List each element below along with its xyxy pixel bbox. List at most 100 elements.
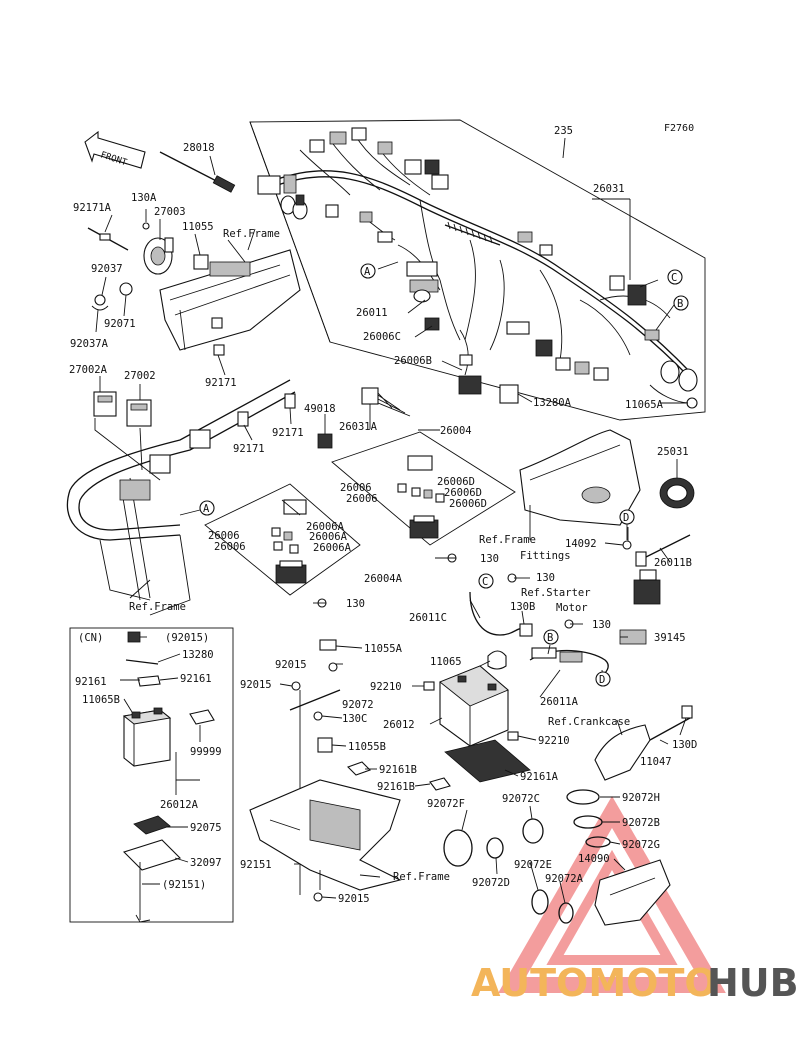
wire-28018 [159,151,236,193]
clamp-92072C [522,818,544,844]
relay-connector [458,375,482,395]
part-label: 130 [346,598,365,610]
part-label: 14092 [565,538,597,550]
part-label: 26011A [540,696,579,708]
strap-92072 [289,662,341,711]
part-label: 27003 [154,206,186,218]
clamp-92072H [566,789,600,805]
cable-26011A [529,647,609,677]
part-label: 92161A [520,771,559,783]
pad-92161B [346,761,372,776]
callout-B-harness: B [655,295,689,331]
cap-25031 [659,477,695,509]
part-label: 92072F [427,798,465,810]
part-label: 26006D [444,487,482,499]
callout-D-cable: D [595,669,611,687]
svg-text:B: B [677,298,683,310]
part-label: 130D [672,739,697,751]
front-arrow-icon: FRONT [84,130,146,169]
part-label: 26031 [593,183,625,195]
cable-26011B [635,534,691,567]
svg-text:C: C [671,272,677,284]
part-label: 130 [536,572,555,584]
part-label: (92015) [165,632,209,644]
part-label: Motor [556,602,588,614]
frame-fragment-upper [159,249,301,356]
clamp-92072D [486,837,504,859]
grommet-92071 [119,282,133,296]
part-label: 92171 [272,427,304,439]
part-label: 14090 [578,853,610,865]
part-label: 92151 [240,859,272,871]
part-label: 92015 [275,659,307,671]
part-label: 92171 [233,443,265,455]
part-label: 92072B [622,817,660,829]
part-label: 92171A [73,202,112,214]
part-labels: 235 26031 28018 130A 27003 92171A 11055 … [69,125,697,905]
part-label: 235 [554,125,573,137]
relay-27002A [93,391,117,417]
part-label: 26006D [449,498,487,510]
part-label: 11055B [348,741,386,753]
battery-tray-frame [249,779,402,902]
bolt-130C [313,711,323,721]
callout-B-cable: B [543,629,559,655]
cable-26011C [469,573,574,637]
part-label: 92072A [545,873,584,885]
part-label: 28018 [183,142,215,154]
svg-text:D: D [623,512,629,524]
part-label: 26031A [339,421,378,433]
part-label: 130 [480,553,499,565]
part-label: 26012A [160,799,199,811]
callout-D-top: D [619,509,635,540]
part-label: 26006C [363,331,401,343]
sensor-11047 [594,705,693,781]
part-label: 11065 [430,656,462,668]
part-label: 92161B [379,764,417,776]
part-label: 27002 [124,370,156,382]
part-label: 13280A [533,397,572,409]
leader-lines [95,137,687,904]
part-label: Ref.Crankcase [548,716,630,728]
part-label: Fittings [520,550,571,562]
part-label: (92151) [162,879,206,891]
part-label: 130 [592,619,611,631]
part-label: 49018 [304,403,336,415]
fuse-group-26004 [331,431,516,563]
part-label: 92037A [70,338,109,350]
part-label: 27002A [69,364,108,376]
bracket-11055A [319,639,337,651]
part-label: 92015 [240,679,272,691]
part-label: 92015 [338,893,370,905]
strap-92171A [87,227,129,251]
connector-block [257,175,281,195]
part-label: 130B [510,601,535,613]
fuse-group-26004A [204,483,361,608]
part-label: Ref.Frame [393,871,450,883]
clamp-92072F [443,829,473,867]
part-label: 25031 [657,446,689,458]
part-label: 92072 [342,699,374,711]
main-harness-box [249,119,706,421]
cover-14090 [594,859,671,926]
horn-27003 [142,222,174,275]
part-label: (CN) [78,632,103,644]
fender-cover [519,429,641,526]
part-label: 13280 [182,649,214,661]
part-label: 26004 [440,425,472,437]
part-label: 26012 [383,719,415,731]
watermark-text-hub: HUB [707,961,799,1005]
starter-relay [633,569,661,605]
part-label: 11055A [364,643,403,655]
relay-27002 [126,399,152,427]
part-label: 11065A [625,399,664,411]
svg-text:A: A [364,266,371,278]
part-label: 11065B [82,694,120,706]
part-label: 26011C [409,612,447,624]
part-label: 130C [342,713,367,725]
watermark-triangle-icon [498,796,726,993]
part-label: Ref.Starter [521,587,591,599]
washer-14092 [622,540,632,550]
part-label: 26004A [364,573,403,585]
